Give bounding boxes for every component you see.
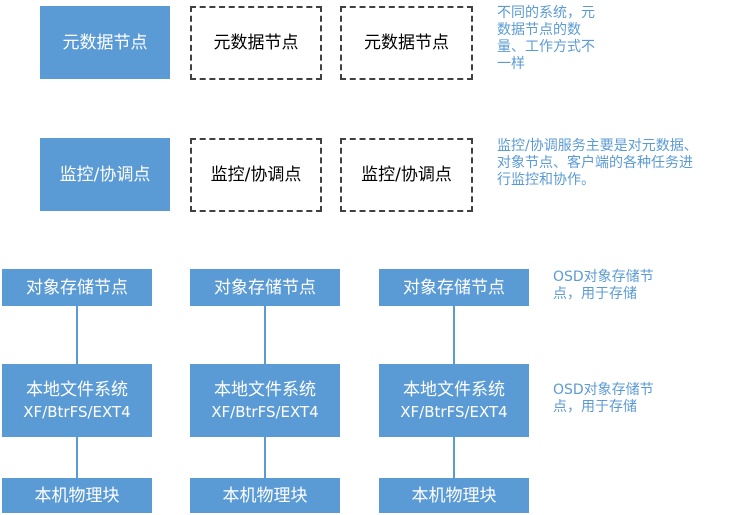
local-filesystem-label: 本地文件系统 [26,379,128,400]
osd-note: OSD对象存储节 点，用于存储 [553,269,683,303]
monitor-note-line: 行监控和协作。 [497,172,595,188]
osd-note-line: OSD对象存储节 [553,269,654,285]
filesystem-note-line: OSD对象存储节 [553,382,654,398]
monitor-node-primary: 监控/协调点 [40,138,170,211]
connector-line [76,437,78,478]
filesystem-note: OSD对象存储节 点，用于存储 [553,382,683,416]
osd-node: 对象存储节点 [379,269,529,306]
monitor-node-standby-2: 监控/协调点 [340,138,473,212]
local-filesystem: 本地文件系统 XF/BtrFS/EXT4 [2,364,152,437]
metadata-note-line: 数据节点的数 [497,22,581,38]
connector-line [76,306,78,364]
osd-node: 对象存储节点 [190,269,340,306]
connector-line [453,437,455,478]
connector-line [264,306,266,364]
filesystem-types: XF/BtrFS/EXT4 [23,402,131,421]
osd-note-line: 点，用于存储 [553,286,637,302]
local-filesystem-label: 本地文件系统 [214,379,316,400]
connector-line [264,437,266,478]
filesystem-types: XF/BtrFS/EXT4 [400,402,508,421]
local-filesystem: 本地文件系统 XF/BtrFS/EXT4 [190,364,340,437]
monitor-note: 监控/协调服务主要是对元数据、 对象节点、客户端的各种任务进 行监控和协作。 [497,138,729,189]
metadata-note: 不同的系统，元 数据节点的数 量、工作方式不 一样 [497,5,617,73]
filesystem-note-line: 点，用于存储 [553,399,637,415]
metadata-node-primary: 元数据节点 [40,6,170,79]
monitor-node-standby-1: 监控/协调点 [190,138,322,212]
local-physical-block: 本机物理块 [2,478,152,513]
metadata-note-line: 一样 [497,56,525,72]
monitor-note-line: 监控/协调服务主要是对元数据、 [497,138,698,154]
connector-line [453,306,455,364]
local-filesystem-label: 本地文件系统 [403,379,505,400]
local-filesystem: 本地文件系统 XF/BtrFS/EXT4 [379,364,529,437]
metadata-node-standby-1: 元数据节点 [190,6,322,80]
filesystem-types: XF/BtrFS/EXT4 [211,402,319,421]
metadata-note-line: 不同的系统，元 [497,5,595,21]
monitor-note-line: 对象节点、客户端的各种任务进 [497,155,693,171]
local-physical-block: 本机物理块 [379,478,529,513]
metadata-note-line: 量、工作方式不 [497,39,595,55]
metadata-node-standby-2: 元数据节点 [340,6,473,80]
local-physical-block: 本机物理块 [190,478,340,513]
osd-node: 对象存储节点 [2,269,152,306]
